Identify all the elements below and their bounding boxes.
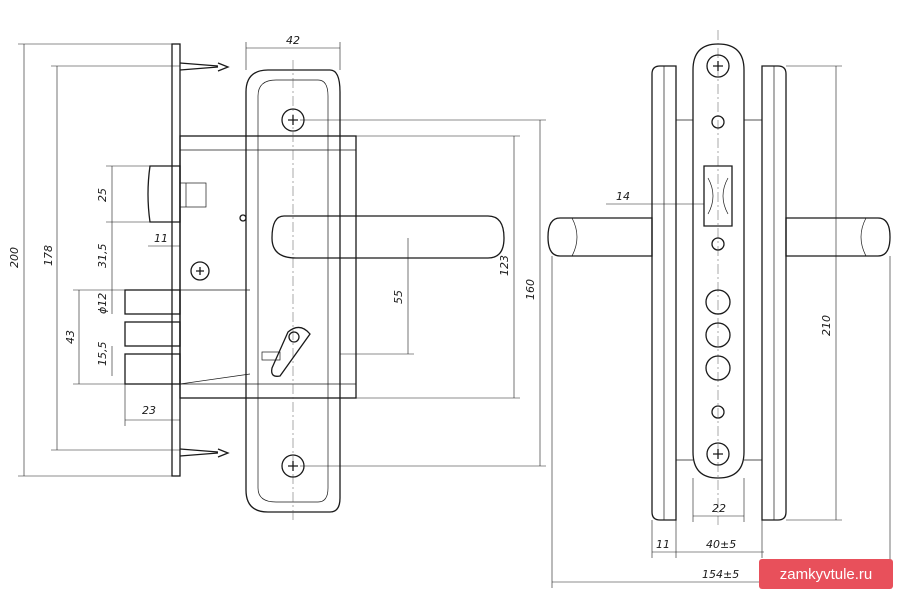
dim-200: 200 bbox=[8, 247, 21, 268]
lever-handle-side bbox=[271, 215, 505, 259]
dim-22: 22 bbox=[712, 502, 726, 515]
dim-15-5: 15,5 bbox=[96, 342, 109, 367]
thumb-turn bbox=[261, 326, 311, 377]
escutcheon-plate bbox=[239, 60, 341, 520]
dim-40: 40±5 bbox=[706, 538, 736, 551]
dim-42: 42 bbox=[286, 34, 300, 47]
dim-23: 23 bbox=[142, 404, 156, 417]
front-view-assembly bbox=[547, 30, 891, 525]
dimension-lines bbox=[18, 42, 891, 588]
dim-210: 210 bbox=[820, 315, 833, 336]
dim-11-left: 11 bbox=[154, 232, 168, 245]
dim-160: 160 bbox=[524, 279, 537, 300]
dim-phi12: ϕ12 bbox=[96, 293, 109, 314]
dim-123: 123 bbox=[498, 255, 511, 276]
dim-55: 55 bbox=[392, 290, 405, 304]
dim-25: 25 bbox=[96, 188, 109, 202]
dim-14: 14 bbox=[616, 190, 630, 203]
dim-178: 178 bbox=[42, 245, 55, 266]
dimension-labels: 42 200 178 25 11 31,5 ϕ12 43 15,5 23 55 … bbox=[8, 34, 833, 581]
dim-11-right: 11 bbox=[656, 538, 670, 551]
mortise-lock-body bbox=[124, 43, 357, 477]
dim-154: 154±5 bbox=[702, 568, 739, 581]
dim-31-5: 31,5 bbox=[96, 244, 109, 269]
dim-43: 43 bbox=[64, 330, 77, 344]
site-watermark: zamkyvtule.ru bbox=[759, 559, 893, 589]
